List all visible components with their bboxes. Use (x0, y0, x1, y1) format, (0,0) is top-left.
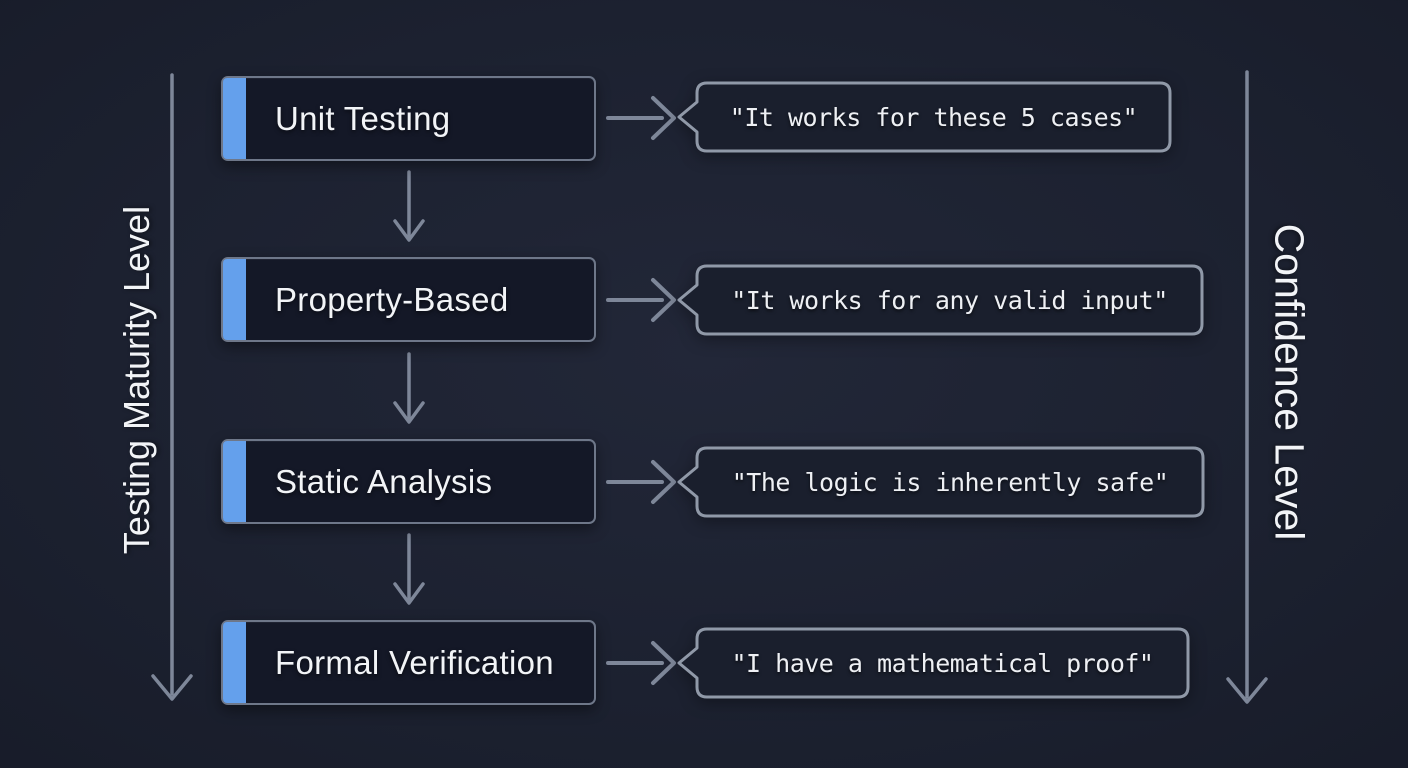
down-arrow-icon (393, 352, 425, 424)
right-arrow-icon (606, 641, 676, 685)
quote-bubble: "It works for any valid input" (677, 264, 1204, 336)
left-axis-label: Testing Maturity Level (116, 205, 157, 555)
quote-bubble: "It works for these 5 cases" (677, 81, 1172, 153)
right-arrow-icon (606, 96, 676, 140)
stage-box-unit-testing: Unit Testing (221, 76, 596, 161)
stage-box-formal-verification: Formal Verification (221, 620, 596, 705)
down-arrow-icon (393, 533, 425, 605)
stage-box-property-based: Property-Based (221, 257, 596, 342)
right-arrow-icon (606, 460, 676, 504)
down-arrow-icon (393, 170, 425, 242)
stage-label: Formal Verification (275, 643, 554, 681)
right-arrow-icon (606, 278, 676, 322)
quote-bubble: "I have a mathematical proof" (677, 627, 1190, 699)
stage-label: Property-Based (275, 280, 509, 318)
right-axis-arrow-icon (1226, 70, 1268, 704)
quote-text: "It works for these 5 cases" (729, 102, 1138, 132)
stage-label: Static Analysis (275, 462, 493, 500)
quote-bubble: "The logic is inherently safe" (677, 446, 1205, 518)
accent-bar (223, 622, 246, 703)
stage-label: Unit Testing (275, 99, 451, 137)
right-axis-label: Confidence Level (1266, 223, 1313, 541)
accent-bar (223, 259, 246, 340)
accent-bar (223, 78, 246, 159)
stage-box-static-analysis: Static Analysis (221, 439, 596, 524)
left-axis-arrow-icon (151, 73, 193, 701)
quote-text: "The logic is inherently safe" (731, 467, 1169, 497)
quote-text: "I have a mathematical proof" (731, 648, 1155, 678)
quote-text: "It works for any valid input" (731, 285, 1168, 315)
accent-bar (223, 441, 246, 522)
